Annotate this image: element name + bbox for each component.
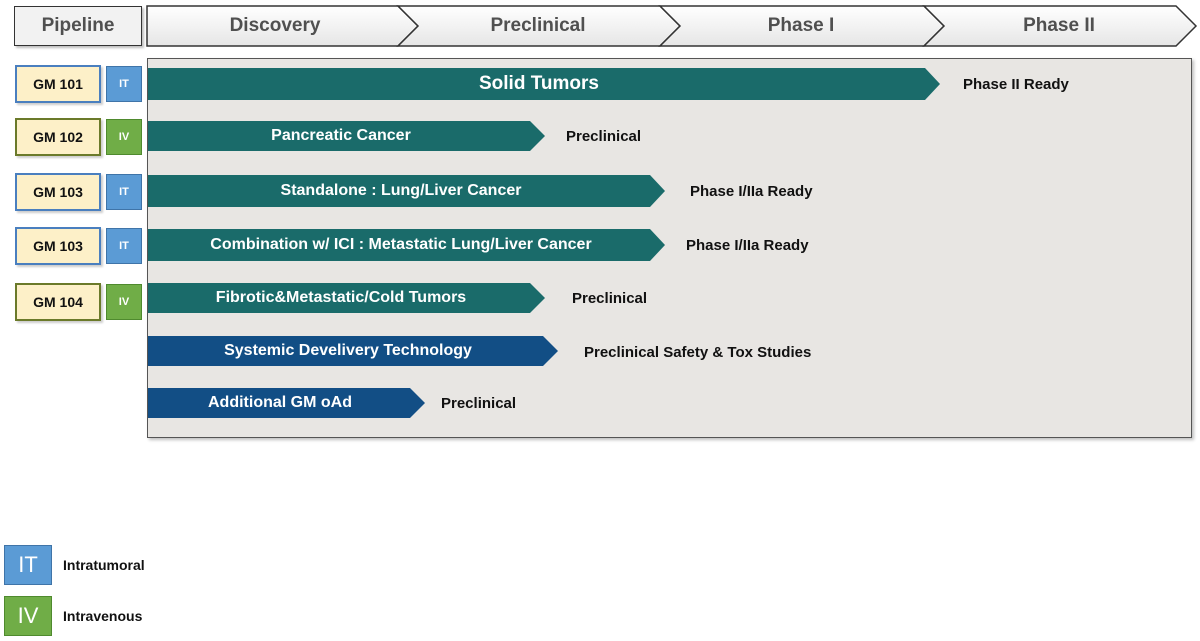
legend-it-label: Intratumoral [63,557,145,573]
legend-it-code: IT [18,552,38,577]
candidate-box: GM 103 [15,173,101,211]
program-bar-lung-liver-standalone [148,175,665,207]
candidate-box: GM 101 [15,65,101,103]
pipeline-header-label: Pipeline [41,15,115,36]
route-badge-label: IV [118,296,130,308]
stage-arrow-phase-2 [922,5,1198,47]
stage-label-discovery: Discovery [229,15,321,36]
pipeline-header: Pipeline [14,6,142,46]
stage-label-phase-2: Phase II [1023,15,1095,36]
legend-it-swatch: IT [4,545,52,585]
stage-header-arrows [146,5,1198,47]
program-label: Solid Tumors [479,73,599,94]
route-badge-it: IT [106,174,142,210]
program-label: Combination w/ ICI : Metastatic Lung/Liv… [210,236,592,253]
route-badge-it: IT [106,66,142,102]
program-status: Phase II Ready [963,75,1069,93]
route-badge-label: IT [119,78,129,90]
program-label: Fibrotic&Metastatic/Cold Tumors [215,289,467,306]
candidate-label: GM 102 [33,129,83,145]
program-label: Standalone : Lung/Liver Cancer [280,182,522,199]
program-bar-pancreatic [148,121,545,151]
route-badge-label: IV [118,131,130,143]
candidate-label: GM 103 [33,238,83,254]
stage-label-phase-1: Phase I [767,15,835,36]
program-status: Preclinical Safety & Tox Studies [584,343,812,361]
legend-iv-code: IV [17,603,39,628]
program-bar-systemic-delivery [148,336,558,366]
program-status: Preclinical [441,394,517,412]
route-badge-iv: IV [106,119,142,155]
route-badge-label: IT [119,186,129,198]
legend-iv-swatch: IV [4,596,52,636]
legend-iv-label: Intravenous [63,608,143,624]
program-status: Preclinical [572,289,648,307]
candidate-box: GM 102 [15,118,101,156]
program-label: Systemic Develivery Technology [224,342,472,359]
program-bar-lung-liver-combination [148,229,665,261]
program-bar-fibrotic-cold [148,283,545,313]
program-status: Preclinical [566,127,642,145]
route-badge-it: IT [106,228,142,264]
program-label: Pancreatic Cancer [271,127,411,144]
candidate-label: GM 104 [33,294,83,310]
route-badge-iv: IV [106,284,142,320]
candidate-label: GM 101 [33,76,83,92]
program-status: Phase I/IIa Ready [686,236,809,254]
stage-label-preclinical: Preclinical [490,15,586,36]
program-status: Phase I/IIa Ready [690,182,813,200]
route-badge-label: IT [119,240,129,252]
candidate-label: GM 103 [33,184,83,200]
program-bar-additional-oad [148,388,425,418]
program-bar-solid-tumors [148,68,940,100]
program-label: Additional GM oAd [208,394,352,411]
candidate-box: GM 103 [15,227,101,265]
candidate-box: GM 104 [15,283,101,321]
